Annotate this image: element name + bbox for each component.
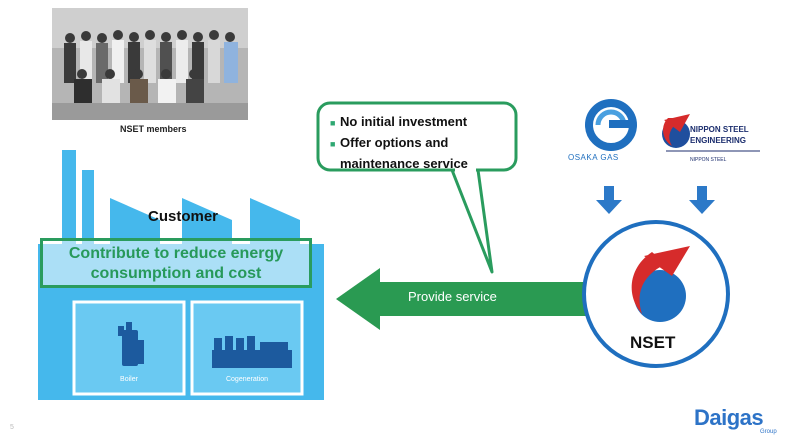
bullet-icon: ■ [330, 118, 336, 128]
cogeneration-icon [212, 336, 292, 368]
bullet-icon: ■ [330, 139, 336, 149]
callout-item: ■No initial investment [330, 112, 468, 133]
callout-text: ■No initial investment ■Offer options an… [330, 112, 468, 174]
roof-tooth-2 [182, 198, 232, 246]
photo-caption: NSET members [120, 124, 187, 134]
nippon-steel-logo [662, 114, 760, 152]
callout-item: maintenance service [340, 156, 468, 171]
team-photo-illustration [52, 8, 248, 120]
chimney-left [62, 150, 76, 250]
nippon-steel-line-2: ENGINEERING [690, 136, 747, 145]
daigas-logo: Daigas [694, 405, 764, 430]
osaka-gas-logo [585, 99, 637, 151]
partner-arrows [596, 186, 715, 214]
osaka-gas-name: OSAKA GAS [568, 153, 619, 162]
nset-red-swoosh [631, 252, 666, 314]
boiler-label: Boiler [120, 376, 138, 383]
customer-label: Customer [148, 208, 219, 225]
page-number: 5 [10, 424, 14, 431]
nset-globe [634, 270, 686, 322]
nset-circle [582, 220, 730, 368]
daigas-group-label: Group [760, 429, 777, 435]
team-photo [52, 8, 248, 120]
callout-item: ■Offer options and [330, 133, 468, 154]
boiler-icon [118, 322, 144, 366]
nset-label: NSET [630, 333, 676, 352]
provide-service-arrow [336, 268, 618, 330]
provide-service-label: Provide service [408, 289, 497, 304]
chimney-right [82, 170, 94, 250]
headline-line-1: Contribute to reduce energy [68, 245, 284, 262]
nippon-steel-sub: NIPPON STEEL [690, 157, 727, 163]
roof-tooth-1 [110, 198, 160, 246]
cogeneration-label: Cogeneration [225, 376, 269, 383]
customer-headline: Contribute to reduce energy consumption … [40, 238, 312, 288]
roof-tooth-3 [250, 198, 300, 246]
nippon-steel-line-1: NIPPON STEEL [690, 125, 749, 134]
nippon-steel-name: NIPPON STEEL ENGINEERING [690, 124, 749, 146]
headline-line-2: consumption and cost [90, 265, 262, 282]
speech-bubble [316, 101, 518, 274]
